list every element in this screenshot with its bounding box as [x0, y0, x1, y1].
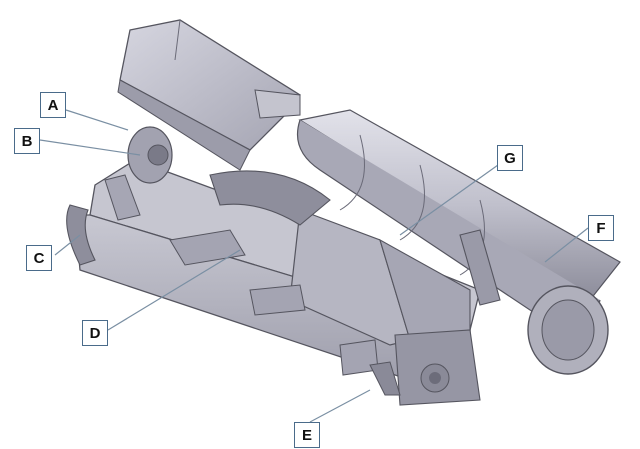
leader-b	[39, 139, 141, 156]
left-drive	[66, 126, 173, 266]
leader-c	[54, 234, 81, 256]
callout-label-c: C	[26, 245, 52, 271]
callout-label-g: G	[497, 145, 523, 171]
leader-d	[107, 249, 241, 331]
callout-label-f: F	[588, 215, 614, 241]
linkages	[169, 229, 501, 396]
callout-label-e: E	[294, 422, 320, 448]
gearbox-hood	[117, 19, 301, 171]
callout-label-a: A	[40, 92, 66, 118]
leader-f	[544, 227, 589, 263]
leader-g	[399, 164, 499, 236]
leader-a	[65, 109, 129, 131]
callout-label-d: D	[82, 320, 108, 346]
callout-label-b: B	[14, 128, 40, 154]
leader-lines	[39, 109, 589, 423]
leader-e	[309, 389, 371, 423]
